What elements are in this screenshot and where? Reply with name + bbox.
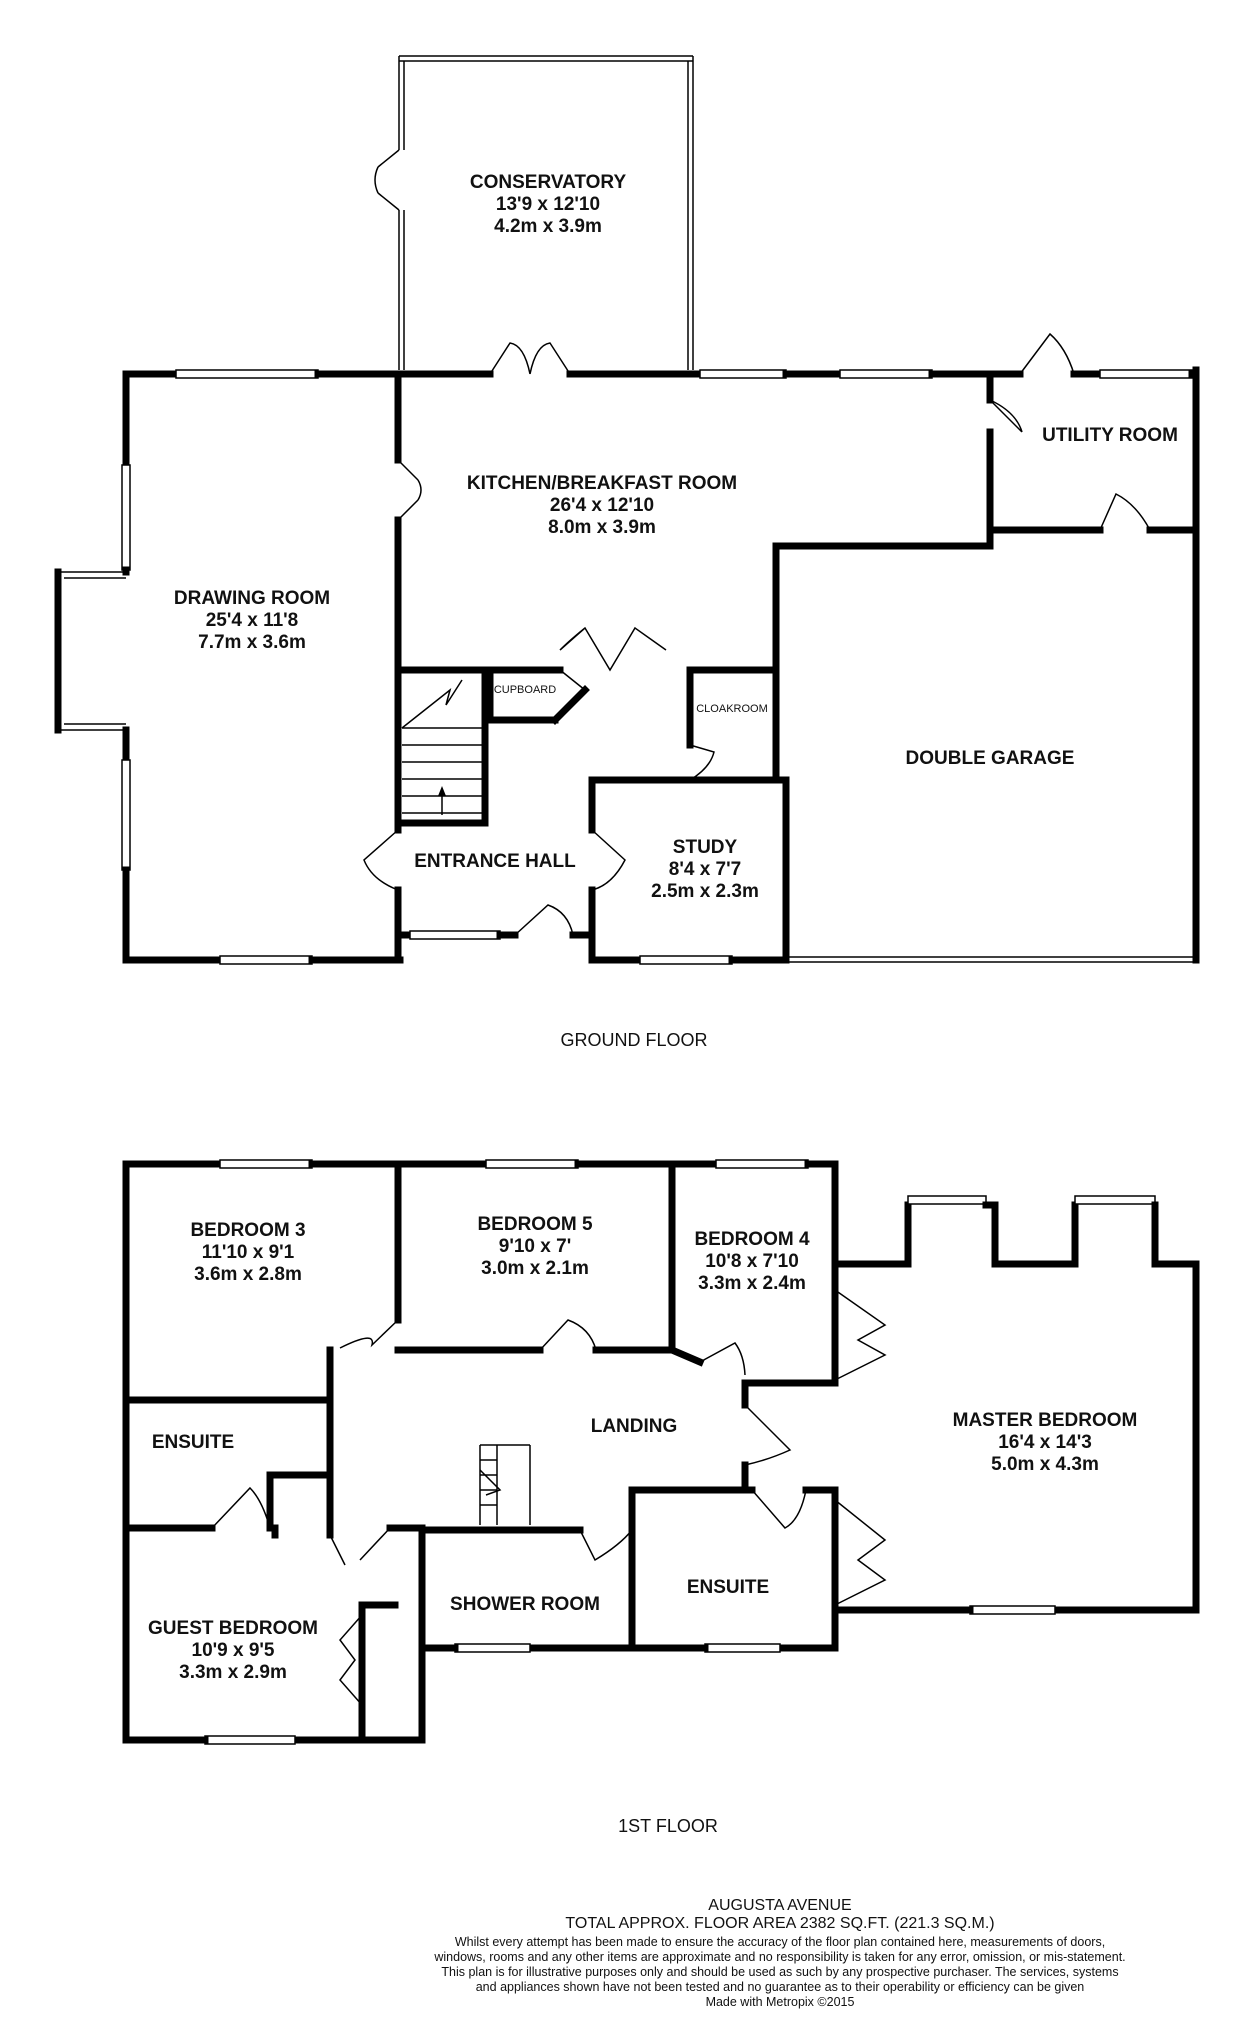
first-floor-plan: [122, 1159, 1200, 1745]
bedroom5-metric: 3.0m x 2.1m: [481, 1258, 589, 1279]
ensuite-left-name: ENSUITE: [152, 1432, 234, 1453]
kitchen-metric: 8.0m x 3.9m: [548, 517, 656, 538]
drawing-room-imperial: 25'4 x 11'8: [206, 610, 299, 631]
conservatory-imperial: 13'9 x 12'10: [496, 194, 600, 215]
utility-room-walls: [986, 332, 1200, 964]
guest-bedroom-metric: 3.3m x 2.9m: [179, 1662, 287, 1683]
drawing-room-metric: 7.7m x 3.6m: [198, 632, 306, 653]
address: AUGUSTA AVENUE: [708, 1897, 852, 1914]
entrance-hall-name: ENTRANCE HALL: [414, 851, 576, 872]
drawing-room-name: DRAWING ROOM: [174, 588, 330, 609]
guest-bedroom-name: GUEST BEDROOM: [148, 1618, 318, 1639]
bedroom5-name: BEDROOM 5: [477, 1214, 593, 1235]
stairs-ground: [396, 666, 489, 827]
shower-room-name: SHOWER ROOM: [450, 1594, 600, 1615]
kitchen-walls: [394, 342, 1023, 784]
first-floor-labels: BEDROOM 3 11'10 x 9'1 3.6m x 2.8m BEDROO…: [148, 1214, 1137, 1836]
hall-kitchen-door: [559, 626, 667, 672]
bedroom3-name: BEDROOM 3: [190, 1220, 305, 1241]
master-bedroom-imperial: 16'4 x 14'3: [998, 1432, 1092, 1453]
study-imperial: 8'4 x 7'7: [669, 859, 741, 880]
cupboard-name: CUPBOARD: [494, 684, 556, 696]
garage-walls: [786, 956, 1196, 963]
total-area: TOTAL APPROX. FLOOR AREA 2382 SQ.FT. (22…: [565, 1915, 995, 1932]
credit: Made with Metropix ©2015: [705, 1995, 855, 2009]
ground-floor-labels: CONSERVATORY 13'9 x 12'10 4.2m x 3.9m KI…: [174, 172, 1178, 1050]
bedroom4-metric: 3.3m x 2.4m: [698, 1273, 806, 1294]
ensuite-mid-name: ENSUITE: [687, 1577, 769, 1598]
ground-floor-plan: [54, 55, 1200, 965]
conservatory-walls: [374, 55, 694, 370]
landing-name: LANDING: [591, 1416, 678, 1437]
cupboard-walls: [486, 666, 590, 725]
garage-name: DOUBLE GARAGE: [906, 748, 1075, 769]
bedroom4-name: BEDROOM 4: [694, 1229, 810, 1250]
bedroom5-imperial: 9'10 x 7': [499, 1236, 571, 1257]
study-name: STUDY: [673, 837, 738, 858]
disclaimer: Whilst every attempt has been made to en…: [434, 1935, 1126, 1994]
hall-front-walls: [394, 904, 596, 940]
drawing-room-walls: [54, 369, 422, 965]
conservatory-name: CONSERVATORY: [470, 172, 627, 193]
conservatory-metric: 4.2m x 3.9m: [494, 216, 602, 237]
cloakroom-walls: [686, 666, 780, 784]
first-floor-caption: 1ST FLOOR: [618, 1816, 718, 1836]
cloakroom-name: CLOAKROOM: [696, 703, 768, 715]
study-walls: [588, 776, 790, 965]
master-bedroom-metric: 5.0m x 4.3m: [991, 1454, 1099, 1475]
bedroom3-imperial: 11'10 x 9'1: [202, 1242, 295, 1263]
guest-bedroom-imperial: 10'9 x 9'5: [192, 1640, 275, 1661]
floor-plan-footer: AUGUSTA AVENUE TOTAL APPROX. FLOOR AREA …: [430, 1897, 1130, 2010]
ground-floor-caption: GROUND FLOOR: [560, 1030, 707, 1050]
master-bedroom-name: MASTER BEDROOM: [953, 1410, 1138, 1431]
bedroom4-imperial: 10'8 x 7'10: [705, 1251, 799, 1272]
kitchen-name: KITCHEN/BREAKFAST ROOM: [467, 473, 737, 494]
study-metric: 2.5m x 2.3m: [651, 881, 759, 902]
kitchen-imperial: 26'4 x 12'10: [550, 495, 654, 516]
bedroom3-metric: 3.6m x 2.8m: [194, 1264, 302, 1285]
stairs-first: [479, 1444, 531, 1525]
utility-room-name: UTILITY ROOM: [1042, 425, 1178, 446]
